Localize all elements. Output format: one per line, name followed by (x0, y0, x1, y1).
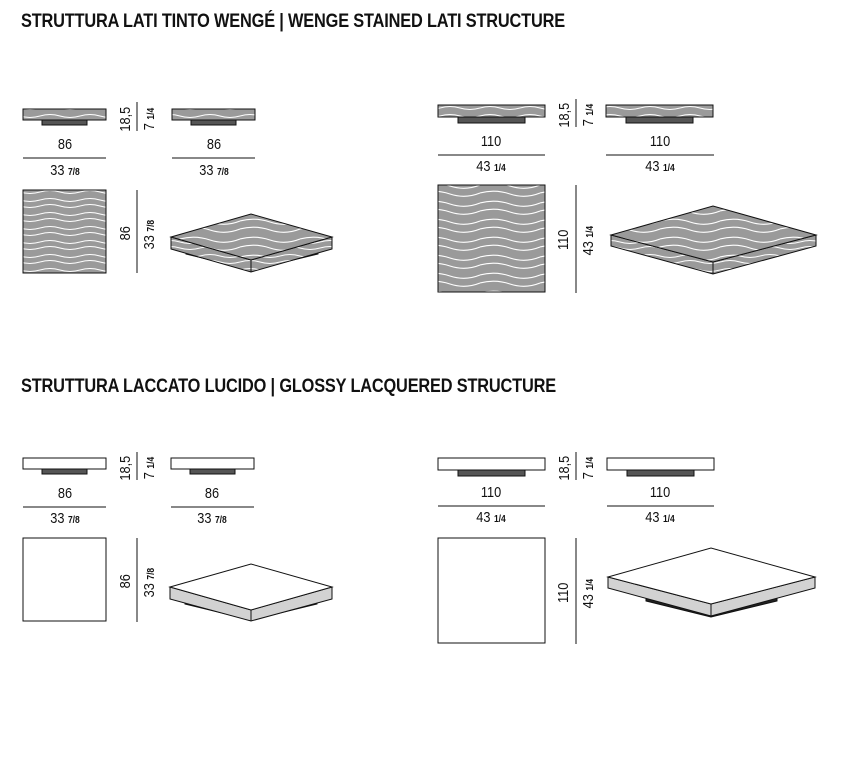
width-in-label: 43 1/4 (645, 158, 675, 175)
width-cm-label: 110 (649, 133, 671, 150)
depth-in-label: 43 1/4 (580, 225, 597, 256)
height-cm-label: 18,5 (556, 455, 573, 481)
width-cm-label: 110 (480, 484, 502, 501)
width-in-label: 33 7/8 (197, 510, 227, 527)
width-in-label: 43 1/4 (476, 509, 506, 526)
width-cm-label: 86 (57, 485, 73, 502)
width-in-label: 33 7/8 (50, 162, 80, 179)
depth-cm-label: 110 (555, 582, 572, 603)
side-view-front-110 (437, 104, 546, 124)
height-cm-label: 18,5 (556, 102, 573, 128)
depth-cm-label: 110 (555, 229, 572, 250)
side-view-side-110 (605, 104, 714, 124)
width-cm-label: 86 (206, 136, 222, 153)
depth-cm-label: 86 (117, 574, 134, 589)
side-view-side-110-lacquer (606, 457, 715, 477)
side-view-side (171, 108, 256, 126)
section-title-wenge: STRUTTURA LATI TINTO WENGÉ | WENGE STAIN… (21, 11, 565, 32)
height-cm-label: 18,5 (117, 455, 134, 481)
height-in-label: 7 1/4 (580, 103, 597, 127)
top-view-110 (437, 184, 546, 293)
height-in-label: 7 1/4 (141, 456, 158, 480)
top-view (22, 189, 107, 274)
side-view-front-110-lacquer (437, 457, 546, 477)
top-view-110-lacquer (437, 537, 546, 644)
top-view-lacquer (22, 537, 107, 622)
width-in-label: 43 1/4 (476, 158, 506, 175)
depth-in-label: 43 1/4 (580, 578, 597, 609)
width-cm-label: 110 (480, 133, 502, 150)
height-in-label: 7 1/4 (141, 107, 158, 131)
width-cm-label: 86 (204, 485, 220, 502)
width-in-label: 33 7/8 (50, 510, 80, 527)
side-view-side-lacquer (170, 457, 255, 475)
width-in-label: 33 7/8 (199, 162, 229, 179)
depth-in-label: 33 7/8 (141, 219, 158, 250)
height-cm-label: 18,5 (117, 106, 134, 132)
depth-in-label: 33 7/8 (141, 567, 158, 598)
perspective-view-110-lacquer (606, 547, 817, 618)
perspective-view-110 (609, 205, 818, 275)
height-in-label: 7 1/4 (580, 456, 597, 480)
depth-cm-label: 86 (117, 226, 134, 241)
width-cm-label: 110 (649, 484, 671, 501)
perspective-view-lacquer (168, 563, 334, 622)
width-cm-label: 86 (57, 136, 73, 153)
side-view-front (22, 108, 107, 126)
section-title-lacquer: STRUTTURA LACCATO LUCIDO | GLOSSY LACQUE… (21, 376, 556, 397)
side-view-front-lacquer (22, 457, 107, 475)
perspective-view (169, 213, 334, 273)
width-in-label: 43 1/4 (645, 509, 675, 526)
